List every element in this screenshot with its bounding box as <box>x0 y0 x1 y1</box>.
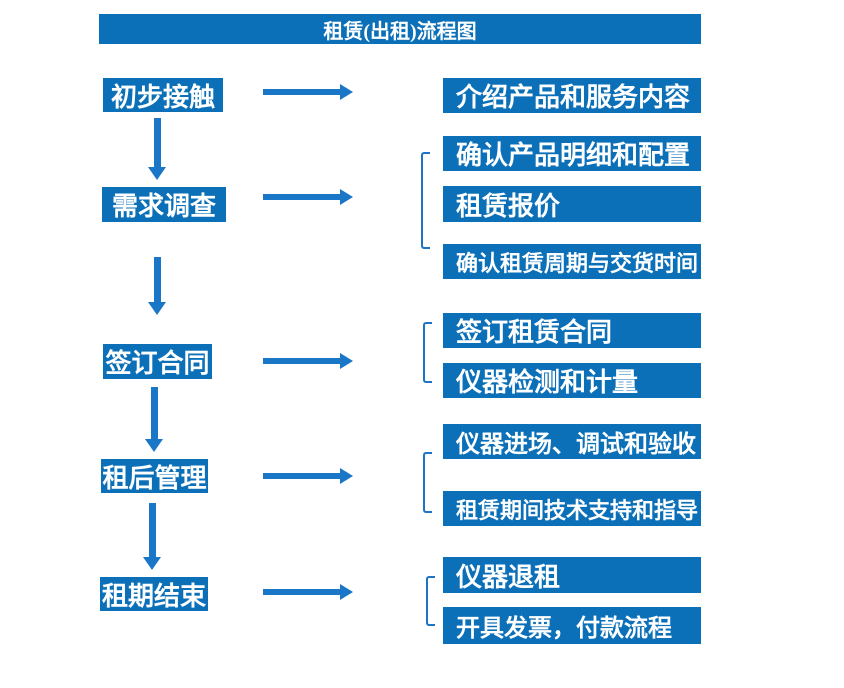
group-bracket <box>426 576 435 626</box>
group-bracket <box>423 322 432 383</box>
down-arrow-icon <box>148 257 166 315</box>
right-arrow-icon <box>263 84 353 100</box>
detail-box-technical-support: 租赁期间技术支持和指导 <box>443 491 701 526</box>
step-box-demand-survey: 需求调查 <box>102 187 226 222</box>
down-arrow-icon <box>148 118 166 180</box>
down-arrow-icon <box>145 387 163 452</box>
detail-box-instrument-inspection: 仪器检测和计量 <box>443 363 701 398</box>
step-box-rental-end: 租期结束 <box>100 577 208 611</box>
right-arrow-icon <box>263 189 353 205</box>
detail-box-instrument-setup-acceptance: 仪器进场、调试和验收 <box>443 424 701 459</box>
detail-box-instrument-return: 仪器退租 <box>443 557 701 593</box>
down-arrow-icon <box>143 503 161 570</box>
detail-box-invoice-payment: 开具发票，付款流程 <box>443 607 701 644</box>
title-bar: 租赁(出租)流程图 <box>99 14 701 44</box>
right-arrow-icon <box>263 468 353 484</box>
detail-box-confirm-rental-period: 确认租赁周期与交货时间 <box>443 244 701 279</box>
detail-box-confirm-product-details: 确认产品明细和配置 <box>443 136 701 171</box>
step-box-post-rental-management: 租后管理 <box>101 459 208 493</box>
group-bracket <box>423 452 432 513</box>
detail-box-rental-quote: 租赁报价 <box>443 186 701 222</box>
step-box-sign-contract: 签订合同 <box>103 344 212 379</box>
step-box-initial-contact: 初步接触 <box>103 78 223 112</box>
right-arrow-icon <box>263 584 353 600</box>
group-bracket <box>421 152 430 249</box>
detail-box-sign-rental-contract: 签订租赁合同 <box>443 313 701 348</box>
right-arrow-icon <box>263 353 353 369</box>
detail-box-introduce-products: 介绍产品和服务内容 <box>443 78 701 113</box>
